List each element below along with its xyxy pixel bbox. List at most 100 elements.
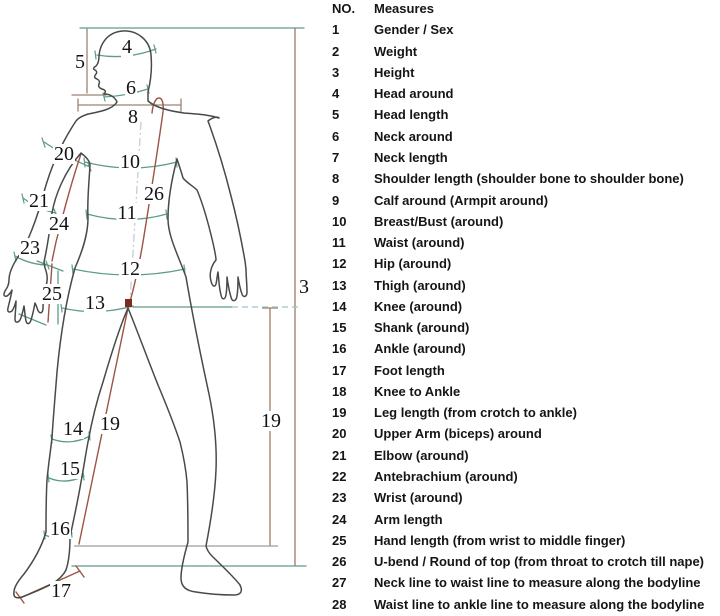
measure-label: Hip (around) (374, 256, 452, 272)
head-length-line-5 (71, 28, 107, 96)
measure-number: 10 (332, 213, 347, 229)
measure-label: Gender / Sex (374, 22, 454, 38)
measure-number: 13 (332, 277, 347, 293)
measure-label: Neck line to waist line to measure along… (374, 575, 701, 591)
measure-label: Breast/Bust (around) (374, 213, 504, 229)
body-figure-illustration (3, 27, 307, 604)
measure-row: 28 Waist line to ankle line to measure al… (332, 593, 718, 614)
measure-label: Height (374, 64, 415, 80)
measures-rows: 1 Gender / Sex 2 Weight 3 Height 4 Head around 5… (332, 19, 718, 614)
measure-row: 15 Shank (around) (332, 317, 718, 338)
measure-number: 20 (332, 426, 347, 442)
measure-label: Waist (around) (374, 235, 465, 251)
measure-label: Neck length (374, 149, 448, 165)
measure-label: Calf around (Armpit around) (374, 192, 549, 208)
measure-number: 15 (332, 320, 347, 336)
measure-label: Thigh (around) (374, 277, 466, 293)
measure-row: 21 Elbow (around) (332, 445, 718, 466)
measure-label: Head length (374, 107, 449, 123)
measure-label: Arm length (374, 511, 443, 527)
measure-label: Wrist (around) (374, 490, 463, 506)
measure-number: 6 (332, 128, 340, 144)
measure-label: Ankle (around) (374, 341, 466, 357)
measure-row: 17 Foot length (332, 360, 718, 381)
leg-length-line-19-left (78, 307, 129, 545)
measure-label: Head around (374, 86, 454, 102)
measure-label: Elbow (around) (374, 447, 469, 463)
measure-number: 3 (332, 64, 340, 80)
measure-row: 19 Leg length (from crotch to ankle) (332, 402, 718, 423)
measure-row: 14 Knee (around) (332, 296, 718, 317)
measure-row: 5 Head length (332, 104, 718, 125)
measure-label: Shoulder length (shoulder bone to should… (374, 171, 684, 187)
measure-row: 26 U-bend / Round of top (from throat to … (332, 551, 718, 572)
measure-row: 7 Neck length (332, 147, 718, 168)
measure-row: 6 Neck around (332, 126, 718, 147)
leg-length-line-19-right (262, 307, 278, 546)
measure-row: 12 Hip (around) (332, 253, 718, 274)
measure-row: 23 Wrist (around) (332, 487, 718, 508)
measure-number: 19 (332, 405, 347, 421)
measures-header-row: NO. Measures (332, 0, 718, 19)
measures-column-header: Measures (374, 1, 434, 17)
measure-number: 17 (332, 362, 347, 378)
measure-number: 5 (332, 107, 340, 123)
measure-number: 26 (332, 554, 347, 570)
measure-label: Leg length (from crotch to ankle) (374, 405, 577, 421)
measurement-end-ticks (13, 44, 186, 540)
measure-row: 11 Waist (around) (332, 232, 718, 253)
measure-row: 13 Thigh (around) (332, 274, 718, 295)
measure-row: 25 Hand length (from wrist to middle fing… (332, 530, 718, 551)
measure-label: Upper Arm (biceps) around (374, 426, 542, 442)
body-outline-path (3, 30, 248, 599)
measure-number: 22 (332, 468, 347, 484)
measure-number: 14 (332, 298, 347, 314)
measure-label: Knee (around) (374, 298, 463, 314)
measure-row: 8 Shoulder length (shoulder bone to shoul… (332, 168, 718, 189)
measure-number: 11 (332, 235, 346, 251)
measure-number: 2 (332, 43, 340, 59)
measure-row: 18 Knee to Ankle (332, 381, 718, 402)
measure-row: 16 Ankle (around) (332, 338, 718, 359)
measure-label: Weight (374, 43, 418, 59)
measure-number: 21 (332, 447, 347, 463)
measure-label: Neck around (374, 128, 453, 144)
measure-row: 10 Breast/Bust (around) (332, 211, 718, 232)
measure-number: 8 (332, 171, 340, 187)
measure-row: 1 Gender / Sex (332, 19, 718, 40)
measure-number: 4 (332, 86, 340, 102)
measure-number: 23 (332, 490, 347, 506)
measure-label: Shank (around) (374, 320, 470, 336)
measure-number: 7 (332, 149, 340, 165)
measure-number: 16 (332, 341, 347, 357)
measure-label: Antebrachium (around) (374, 468, 518, 484)
arm-length-line-24 (51, 153, 82, 262)
measure-row: 20 Upper Arm (biceps) around (332, 423, 718, 444)
measure-label: Knee to Ankle (374, 383, 461, 399)
measure-label: Foot length (374, 362, 445, 378)
measure-number: 1 (332, 22, 340, 38)
measure-label: Hand length (from wrist to middle finger… (374, 532, 626, 548)
no-column-header: NO. (332, 1, 356, 17)
measure-label: Waist line to ankle line to measure alon… (374, 596, 705, 612)
measure-number: 25 (332, 532, 347, 548)
crotch-marker (125, 299, 132, 307)
measure-number: 27 (332, 575, 347, 591)
measure-number: 24 (332, 511, 347, 527)
measure-label: U-bend / Round of top (from throat to cr… (374, 554, 705, 570)
measure-row: 24 Arm length (332, 508, 718, 529)
measure-row: 4 Head around (332, 83, 718, 104)
measure-number: 28 (332, 596, 347, 612)
measures-list: NO. Measures 1 Gender / Sex 2 Weight 3 Height… (332, 0, 718, 615)
measure-row: 22 Antebrachium (around) (332, 466, 718, 487)
measure-row: 27 Neck line to waist line to measure alo… (332, 572, 718, 593)
measure-number: 18 (332, 383, 347, 399)
hand-length-line-25 (47, 263, 53, 323)
measure-row: 2 Weight (332, 41, 718, 62)
girth-measurement-arcs (14, 48, 186, 539)
measure-number: 12 (332, 256, 347, 272)
measure-row: 3 Height (332, 62, 718, 83)
